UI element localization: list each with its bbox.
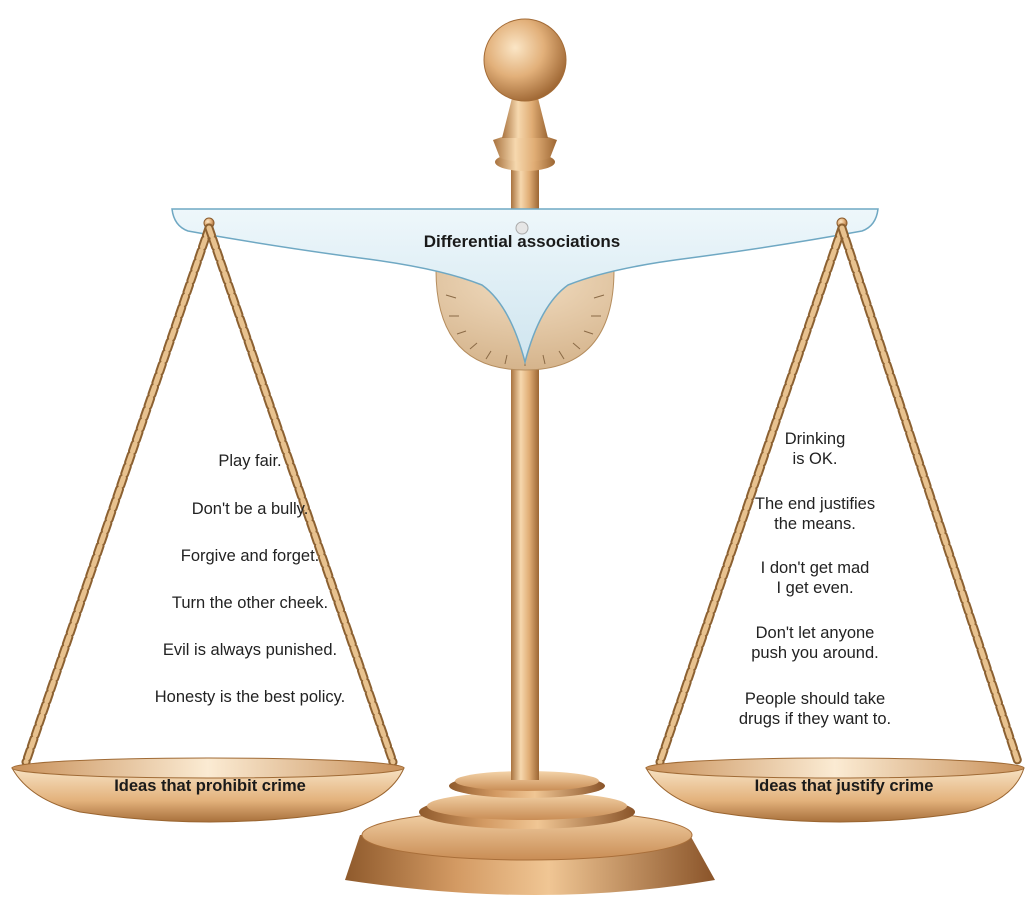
diagram-title: Differential associations — [423, 232, 621, 251]
justify-idea: The end justifies the means. — [754, 495, 876, 533]
scale-base — [345, 771, 715, 895]
prohibit-idea: Play fair. — [218, 452, 282, 470]
justify-idea: I don't get mad I get even. — [760, 559, 870, 597]
left-chains — [21, 223, 398, 767]
prohibit-idea: Honesty is the best policy. — [154, 688, 346, 706]
justify-idea: Don't let anyone push you around. — [751, 624, 879, 662]
right-pan — [645, 757, 1025, 823]
left-pan — [11, 757, 405, 823]
prohibit-pan-label: Ideas that prohibit crime — [114, 777, 306, 795]
justify-pan-label: Ideas that justify crime — [754, 777, 934, 795]
beam-pivot — [515, 221, 529, 235]
scale-finial — [483, 18, 567, 171]
justify-idea: Drinking is OK. — [784, 430, 846, 468]
prohibit-idea: Turn the other cheek. — [171, 594, 329, 612]
justify-idea: People should take drugs if they want to… — [738, 690, 892, 728]
right-chains — [655, 223, 1023, 767]
prohibit-idea: Don't be a bully. — [191, 500, 309, 518]
prohibit-idea: Forgive and forget. — [180, 547, 320, 565]
scale-beam — [171, 208, 879, 365]
prohibit-idea: Evil is always punished. — [162, 641, 338, 659]
